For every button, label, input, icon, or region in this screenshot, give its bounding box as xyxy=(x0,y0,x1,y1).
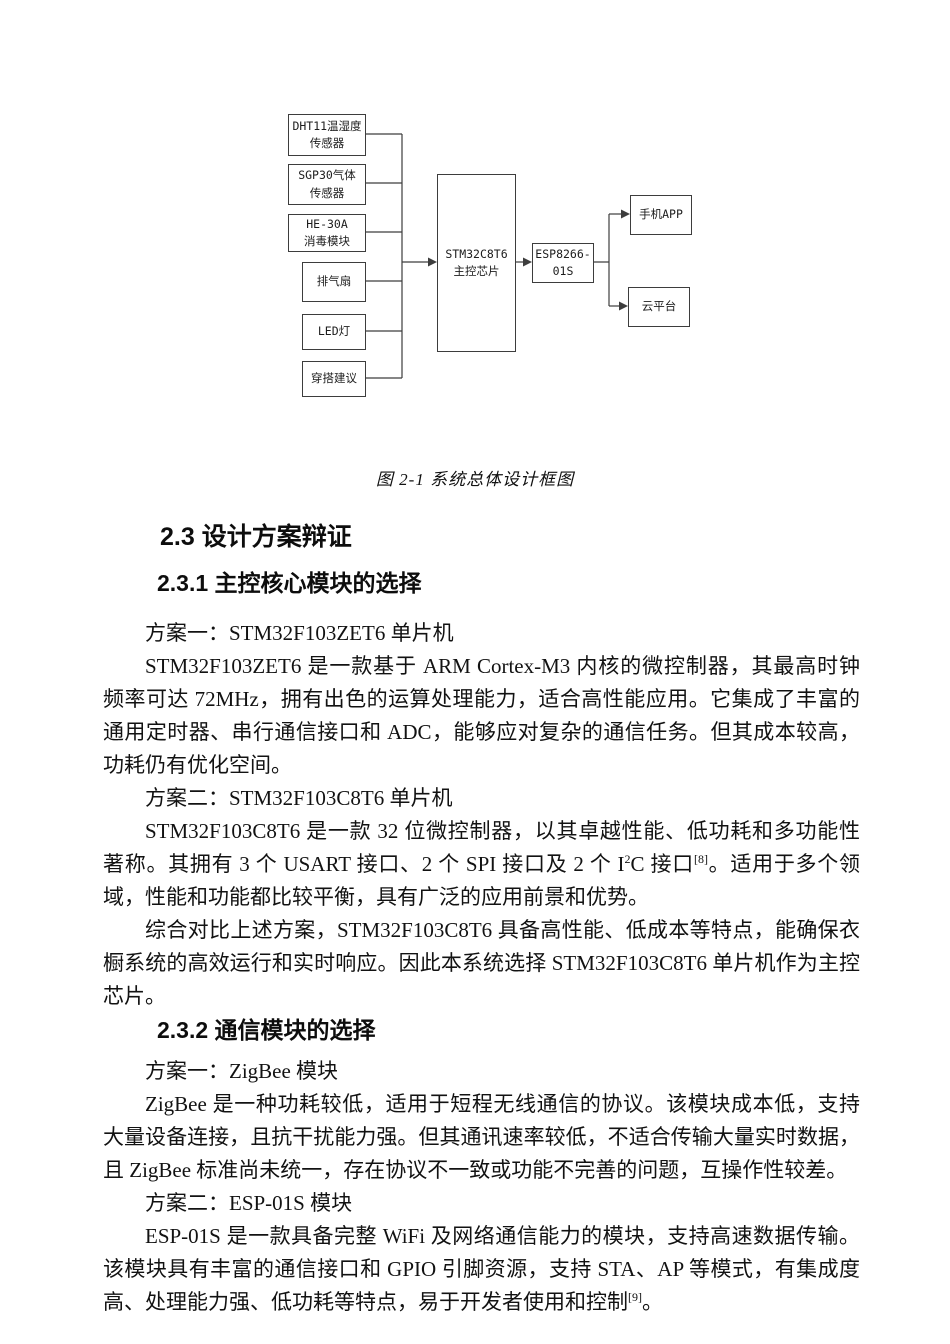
paragraph-zigbee-description: ZigBee 是一种功耗较低，适用于短程无线通信的协议。该模块成本低，支持大量设… xyxy=(103,1092,860,1182)
section-2-3-2-paragraphs: 方案一：ZigBee 模块 ZigBee 是一种功耗较低，适用于短程无线通信的协… xyxy=(103,1055,860,1319)
figure-node-outfit-advice: 穿搭建议 xyxy=(302,361,366,397)
paragraph-plan2-title: 方案二：STM32F103C8T6 单片机 xyxy=(145,786,453,810)
paragraph-text: C 接口 xyxy=(630,852,694,876)
paragraph-comm-plan2-title: 方案二：ESP-01S 模块 xyxy=(145,1191,353,1215)
arrowhead-to-mcu xyxy=(428,257,437,267)
paragraph-stm32c8t6-description: STM32F103C8T6 是一款 32 位微控制器，以其卓越性能、低功耗和多功… xyxy=(103,815,860,914)
paragraph-stm32zet6-description: STM32F103ZET6 是一款基于 ARM Cortex-M3 内核的微控制… xyxy=(103,654,860,777)
superscript-2: 2 xyxy=(624,852,631,866)
paragraph-mcu-conclusion: 综合对比上述方案，STM32F103C8T6 具备高性能、低成本等特点，能确保衣… xyxy=(103,918,860,1008)
figure-node-esp8266: ESP8266- 01S xyxy=(532,243,594,283)
figure-node-dht11-sensor: DHT11温湿度 传感器 xyxy=(288,114,366,156)
section-heading-2-3: 2.3 设计方案辩证 xyxy=(160,523,352,551)
section-heading-2-3-2: 2.3.2 通信模块的选择 xyxy=(157,1017,376,1043)
citation-ref-8: [8] xyxy=(693,852,708,866)
figure-node-mcu: STM32C8T6 主控芯片 xyxy=(437,174,516,352)
citation-ref-9: [9] xyxy=(628,1290,642,1304)
arrowhead-to-esp xyxy=(523,257,532,267)
figure-node-sgp30-sensor: SGP30气体 传感器 xyxy=(288,164,366,205)
paragraph-esp01s-description: ESP-01S 是一款具备完整 WiFi 及网络通信能力的模块，支持高速数据传输… xyxy=(103,1220,860,1319)
figure-caption: 图 2-1 系统总体设计框图 xyxy=(375,470,575,489)
figure-node-led-light: LED灯 xyxy=(302,314,366,350)
arrowhead-to-app xyxy=(621,209,630,219)
paragraph-text: STM32F103C8T6 是一款 32 位微控制器，以其卓越性能、低功耗和多功… xyxy=(103,819,860,876)
section-2-3-1-paragraphs: 方案一：STM32F103ZET6 单片机 STM32F103ZET6 是一款基… xyxy=(103,617,860,1013)
figure-node-cloud-platform: 云平台 xyxy=(628,287,690,327)
arrowhead-to-cloud xyxy=(619,301,628,311)
system-design-figure: DHT11温湿度 传感器 SGP30气体 传感器 HE-30A 消毒模块 排气扇… xyxy=(0,0,950,460)
paragraph-text: 。适用于多个领域，性能和功能都比较平衡，具有广泛的应用前景和优势。 xyxy=(103,852,860,909)
document-content: 2.3 设计方案辩证 2.3.1 主控核心模块的选择 方案一：STM32F103… xyxy=(103,0,860,1319)
figure-node-phone-app: 手机APP xyxy=(630,195,692,235)
figure-connector-lines xyxy=(364,133,630,379)
paragraph-text: ESP-01S 是一款具备完整 WiFi 及网络通信能力的模块，支持高速数据传输… xyxy=(103,1224,860,1314)
figure-node-he30a-module: HE-30A 消毒模块 xyxy=(288,214,366,252)
paragraph-text: 。 xyxy=(642,1290,663,1314)
section-heading-2-3-1: 2.3.1 主控核心模块的选择 xyxy=(157,570,422,596)
paragraph-comm-plan1-title: 方案一：ZigBee 模块 xyxy=(145,1059,339,1083)
paragraph-plan1-title: 方案一：STM32F103ZET6 单片机 xyxy=(145,621,454,645)
figure-node-exhaust-fan: 排气扇 xyxy=(302,262,366,302)
